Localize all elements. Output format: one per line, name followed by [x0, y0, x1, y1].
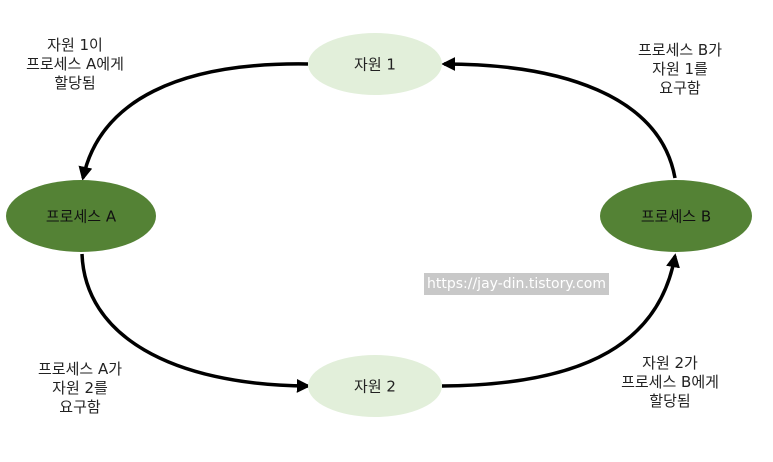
node-process-b: 프로세스 B — [600, 180, 752, 252]
edge-label-line: 자원 2가 — [642, 354, 698, 372]
edge-label-line: 할당됨 — [649, 392, 691, 410]
edge-label-line: 자원 2를 — [52, 379, 108, 397]
arrow-process-b-to-resource1 — [441, 57, 677, 179]
arrow-resource1-to-process-a — [78, 62, 309, 181]
edge-label-line: 프로세스 B가 — [637, 41, 723, 59]
node-resource-2-label: 자원 2 — [354, 378, 396, 396]
node-resource-1-label: 자원 1 — [354, 56, 396, 74]
edge-label-line: 프로세스 B에게 — [621, 373, 719, 391]
edge-label-line: 요구함 — [59, 398, 101, 416]
watermark: https://jay-din.tistory.com — [424, 273, 609, 295]
edge-label-line: 프로세스 A에게 — [26, 55, 124, 73]
arrow-process-a-to-resource2 — [80, 253, 311, 393]
edge-label-line: 할당됨 — [54, 74, 96, 92]
edge-label-line: 요구함 — [659, 79, 701, 97]
edge-label-resource1-to-process-a: 자원 1이 프로세스 A에게 할당됨 — [0, 36, 150, 93]
edge-label-process-b-to-resource1: 프로세스 B가 자원 1를 요구함 — [605, 41, 755, 98]
node-process-b-label: 프로세스 B — [641, 208, 711, 226]
node-resource-2: 자원 2 — [308, 355, 442, 417]
edge-label-resource2-to-process-b: 자원 2가 프로세스 B에게 할당됨 — [595, 354, 745, 411]
node-process-a: 프로세스 A — [6, 180, 156, 252]
node-process-a-label: 프로세스 A — [46, 208, 117, 226]
edge-label-line: 자원 1를 — [652, 60, 708, 78]
arrow-resource2-to-process-b — [441, 253, 680, 388]
edge-label-process-a-to-resource2: 프로세스 A가 자원 2를 요구함 — [5, 360, 155, 417]
node-resource-1: 자원 1 — [308, 33, 442, 95]
edge-label-line: 프로세스 A가 — [37, 360, 123, 378]
edge-label-line: 자원 1이 — [47, 36, 103, 54]
